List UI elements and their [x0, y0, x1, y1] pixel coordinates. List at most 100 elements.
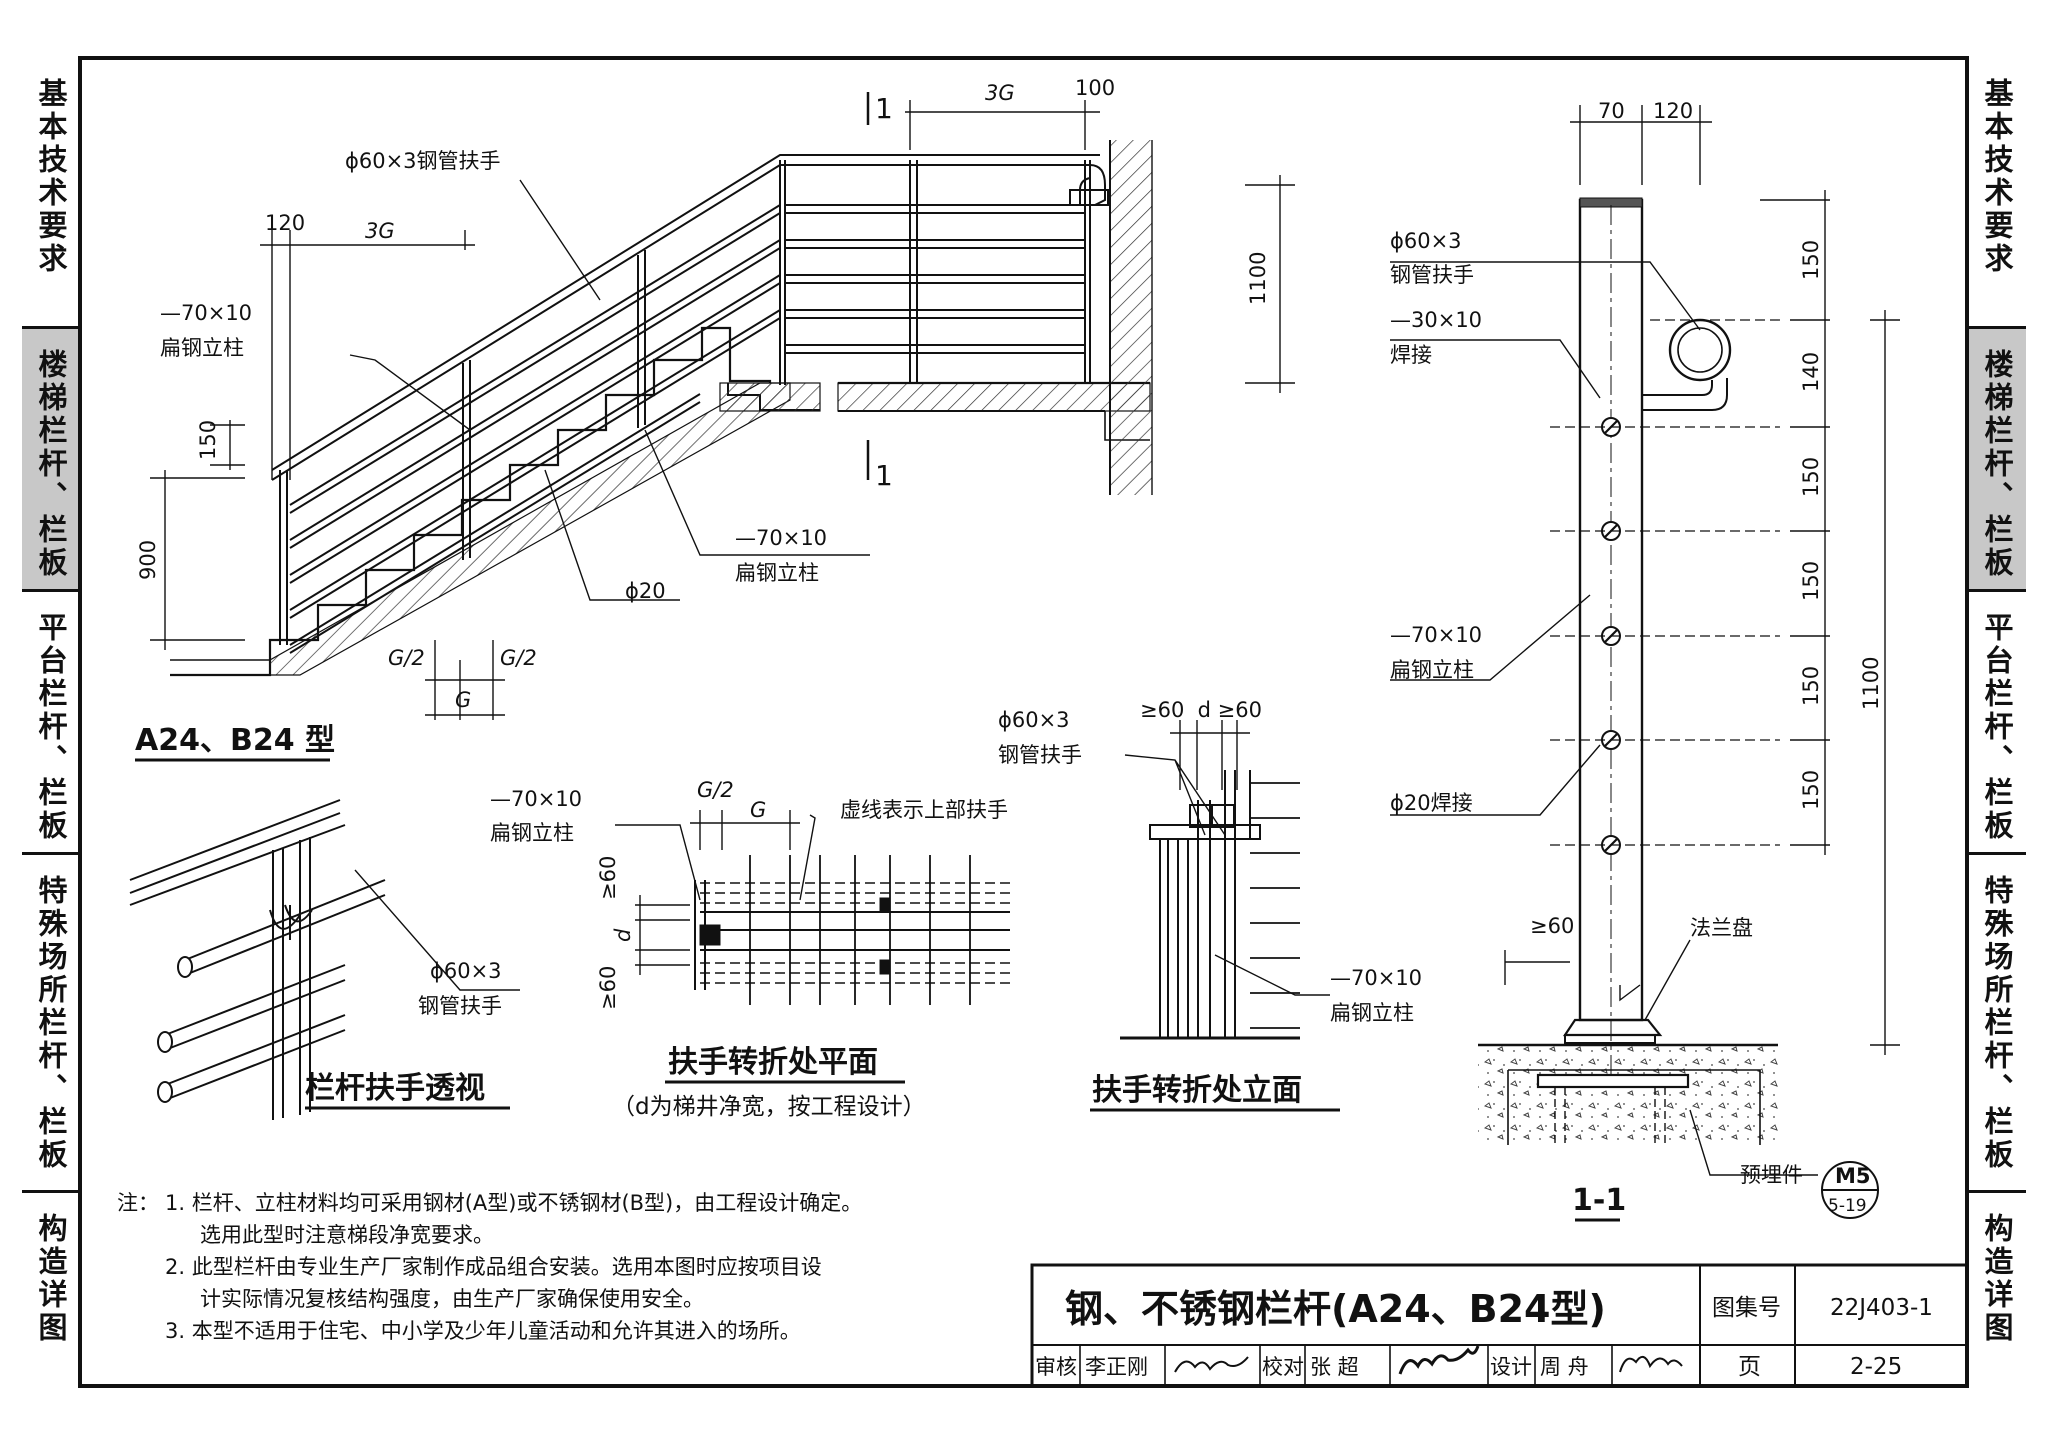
note-1-cont: 选用此型时注意梯段净宽要求。 — [200, 1223, 494, 1247]
turn-label-post-1: —70×10 — [1330, 966, 1422, 990]
sidebar-label: 基本技术要求 — [1980, 78, 2014, 276]
sidebar-label: 楼梯栏杆、栏板 — [34, 349, 68, 580]
turn-plan-text: —70×10 扁钢立柱 G/2 G 虚线表示上部扶手 ≥60 d ≥60 扶手转… — [490, 778, 1008, 1120]
sec-dim-1100: 1100 — [1859, 657, 1883, 710]
sec-dim-150-c: 150 — [1799, 561, 1823, 601]
dim-g2-b: G/2 — [500, 646, 537, 670]
sec-dim-150-d: 150 — [1799, 666, 1823, 706]
section-mark-top: 1 — [875, 92, 893, 125]
sidebar-label: 楼梯栏杆、栏板 — [1980, 349, 2014, 580]
turn-label-handrail-1: ϕ60×3 — [998, 708, 1070, 732]
sec-label-post-1: —70×10 — [1390, 623, 1482, 647]
drawing-title: 钢、不锈钢栏杆(A24、B24型) — [1065, 1287, 1606, 1331]
plan-label-dashed: 虚线表示上部扶手 — [840, 798, 1008, 822]
stair-elevation-text: ϕ60×3钢管扶手 120 3G 3G 100 —70×10 扁钢立柱 —70×… — [135, 76, 1270, 758]
sec-label-post-2: 扁钢立柱 — [1390, 658, 1474, 682]
plan-dim-g2: G/2 — [697, 778, 734, 802]
sec-dim-150-a: 150 — [1799, 240, 1823, 280]
dim-120: 120 — [265, 211, 305, 235]
plan-dim-ge60-a: ≥60 — [596, 856, 620, 900]
section-1-1-text: 70 120 ϕ60×3 钢管扶手 —30×10 焊接 —70×10 扁钢立柱 … — [1390, 99, 1883, 1218]
plan-dim-d: d — [611, 928, 635, 942]
sidebar-label: 特殊场所栏杆、栏板 — [1980, 875, 2014, 1172]
sec-label-flange: 法兰盘 — [1690, 916, 1753, 940]
label-rod: ϕ20 — [625, 579, 666, 603]
sidebar-section-detail: 构造详图 — [22, 1193, 80, 1388]
sec-label-embed: 预埋件 — [1740, 1163, 1803, 1187]
perspective-text: ϕ60×3 钢管扶手 栏杆扶手透视 — [305, 959, 502, 1106]
check-label: 校对 — [1262, 1355, 1304, 1379]
dim-1100: 1100 — [1246, 252, 1270, 305]
dim-g2-a: G/2 — [388, 646, 425, 670]
note-2: 2. 此型栏杆由专业生产厂家制作成品组合安装。选用本图时应按项目设 — [165, 1255, 822, 1279]
label-post-left-1: —70×10 — [160, 301, 252, 325]
turn-dim-top: ≥60 d ≥60 — [1140, 698, 1262, 722]
sec-dim-150-b: 150 — [1799, 457, 1823, 497]
sec-dim-140: 140 — [1799, 352, 1823, 392]
page-label: 页 — [1738, 1354, 1761, 1380]
sec-embed-page: 5-19 — [1828, 1196, 1867, 1216]
turn-plan — [615, 810, 1010, 1084]
sidebar-section-basic: 基本技术要求 — [22, 58, 80, 329]
sidebar-section-platform: 平台栏杆、栏板 — [22, 592, 80, 855]
sidebar-section-platform: 平台栏杆、栏板 — [1968, 592, 2026, 855]
sidebar-label: 特殊场所栏杆、栏板 — [34, 875, 68, 1172]
dim-3g: 3G — [365, 219, 395, 243]
label-handrail: ϕ60×3钢管扶手 — [345, 149, 501, 173]
plan-dim-ge60-b: ≥60 — [596, 966, 620, 1010]
plan-label-post-1: —70×10 — [490, 787, 582, 811]
turn-elevation-text: ϕ60×3 钢管扶手 ≥60 d ≥60 —70×10 扁钢立柱 扶手转折处立面 — [998, 698, 1422, 1108]
designer: 周 舟 — [1540, 1355, 1589, 1379]
sidebar-section-detail: 构造详图 — [1968, 1193, 2026, 1388]
dim-g: G — [455, 688, 471, 712]
atlas-no: 22J403-1 — [1830, 1295, 1933, 1321]
note-2-cont: 计实际情况复核结构强度，由生产厂家确保使用安全。 — [200, 1287, 704, 1311]
plan-label-post-2: 扁钢立柱 — [490, 821, 574, 845]
sidebar-section-special: 特殊场所栏杆、栏板 — [22, 855, 80, 1193]
left-sidebar: 基本技术要求 楼梯栏杆、栏板 平台栏杆、栏板 特殊场所栏杆、栏板 构造详图 — [22, 58, 80, 1388]
stair-elevation — [135, 92, 1295, 762]
section-mark-bottom: 1 — [875, 459, 893, 492]
plan-dim-g: G — [750, 798, 766, 822]
sec-dim-120: 120 — [1653, 99, 1693, 123]
dim-3g-top: 3G — [985, 81, 1015, 105]
title-block-text: 钢、不锈钢栏杆(A24、B24型) 图集号 22J403-1 审核 李正刚 校对… — [1035, 1287, 1933, 1380]
perspective-label-2: 钢管扶手 — [418, 994, 502, 1018]
sidebar-section-stair: 楼梯栏杆、栏板 — [1968, 329, 2026, 592]
dim-900: 900 — [136, 540, 160, 580]
plan-subtitle: （d为梯井净宽，按工程设计） — [612, 1094, 926, 1120]
sec-label-handrail-2: 钢管扶手 — [1390, 263, 1474, 287]
sec-label-weld-1: —30×10 — [1390, 308, 1482, 332]
plan-title: 扶手转折处平面 — [668, 1045, 878, 1080]
checker: 张 超 — [1310, 1355, 1359, 1379]
label-post-right-2: 扁钢立柱 — [735, 561, 819, 585]
section-title: 1-1 — [1572, 1183, 1626, 1218]
turn-label-handrail-2: 钢管扶手 — [998, 743, 1082, 767]
title-block — [1030, 1263, 1969, 1388]
turn-label-post-2: 扁钢立柱 — [1330, 1001, 1414, 1025]
label-post-left-2: 扁钢立柱 — [160, 336, 244, 360]
elevation-title: A24、B24 型 — [135, 723, 335, 758]
handrail-perspective — [129, 799, 520, 1120]
turn-elevation — [1090, 720, 1340, 1112]
notes: 注： 1. 栏杆、立柱材料均可采用钢材(A型)或不锈钢材(B型)，由工程设计确定… — [117, 1191, 862, 1343]
note-3: 3. 本型不适用于住宅、中小学及少年儿童活动和允许其进入的场所。 — [165, 1319, 801, 1343]
note-1: 1. 栏杆、立柱材料均可采用钢材(A型)或不锈钢材(B型)，由工程设计确定。 — [165, 1191, 862, 1215]
sidebar-section-basic: 基本技术要求 — [1968, 58, 2026, 329]
dim-100: 100 — [1075, 76, 1115, 100]
atlas-label: 图集号 — [1712, 1295, 1781, 1321]
sec-label-weld-2: 焊接 — [1390, 343, 1432, 367]
sec-dim-70: 70 — [1598, 99, 1625, 123]
sidebar-section-special: 特殊场所栏杆、栏板 — [1968, 855, 2026, 1193]
review-label: 审核 — [1035, 1355, 1077, 1379]
section-1-1 — [1390, 105, 1900, 1222]
reviewer: 李正刚 — [1085, 1355, 1148, 1379]
sidebar-label: 平台栏杆、栏板 — [1980, 612, 2014, 843]
sec-dim-150-e: 150 — [1799, 770, 1823, 810]
design-label: 设计 — [1490, 1355, 1532, 1379]
sidebar-label: 构造详图 — [34, 1213, 68, 1345]
page-no: 2-25 — [1850, 1354, 1902, 1380]
label-post-right-1: —70×10 — [735, 526, 827, 550]
perspective-label-1: ϕ60×3 — [430, 959, 502, 983]
